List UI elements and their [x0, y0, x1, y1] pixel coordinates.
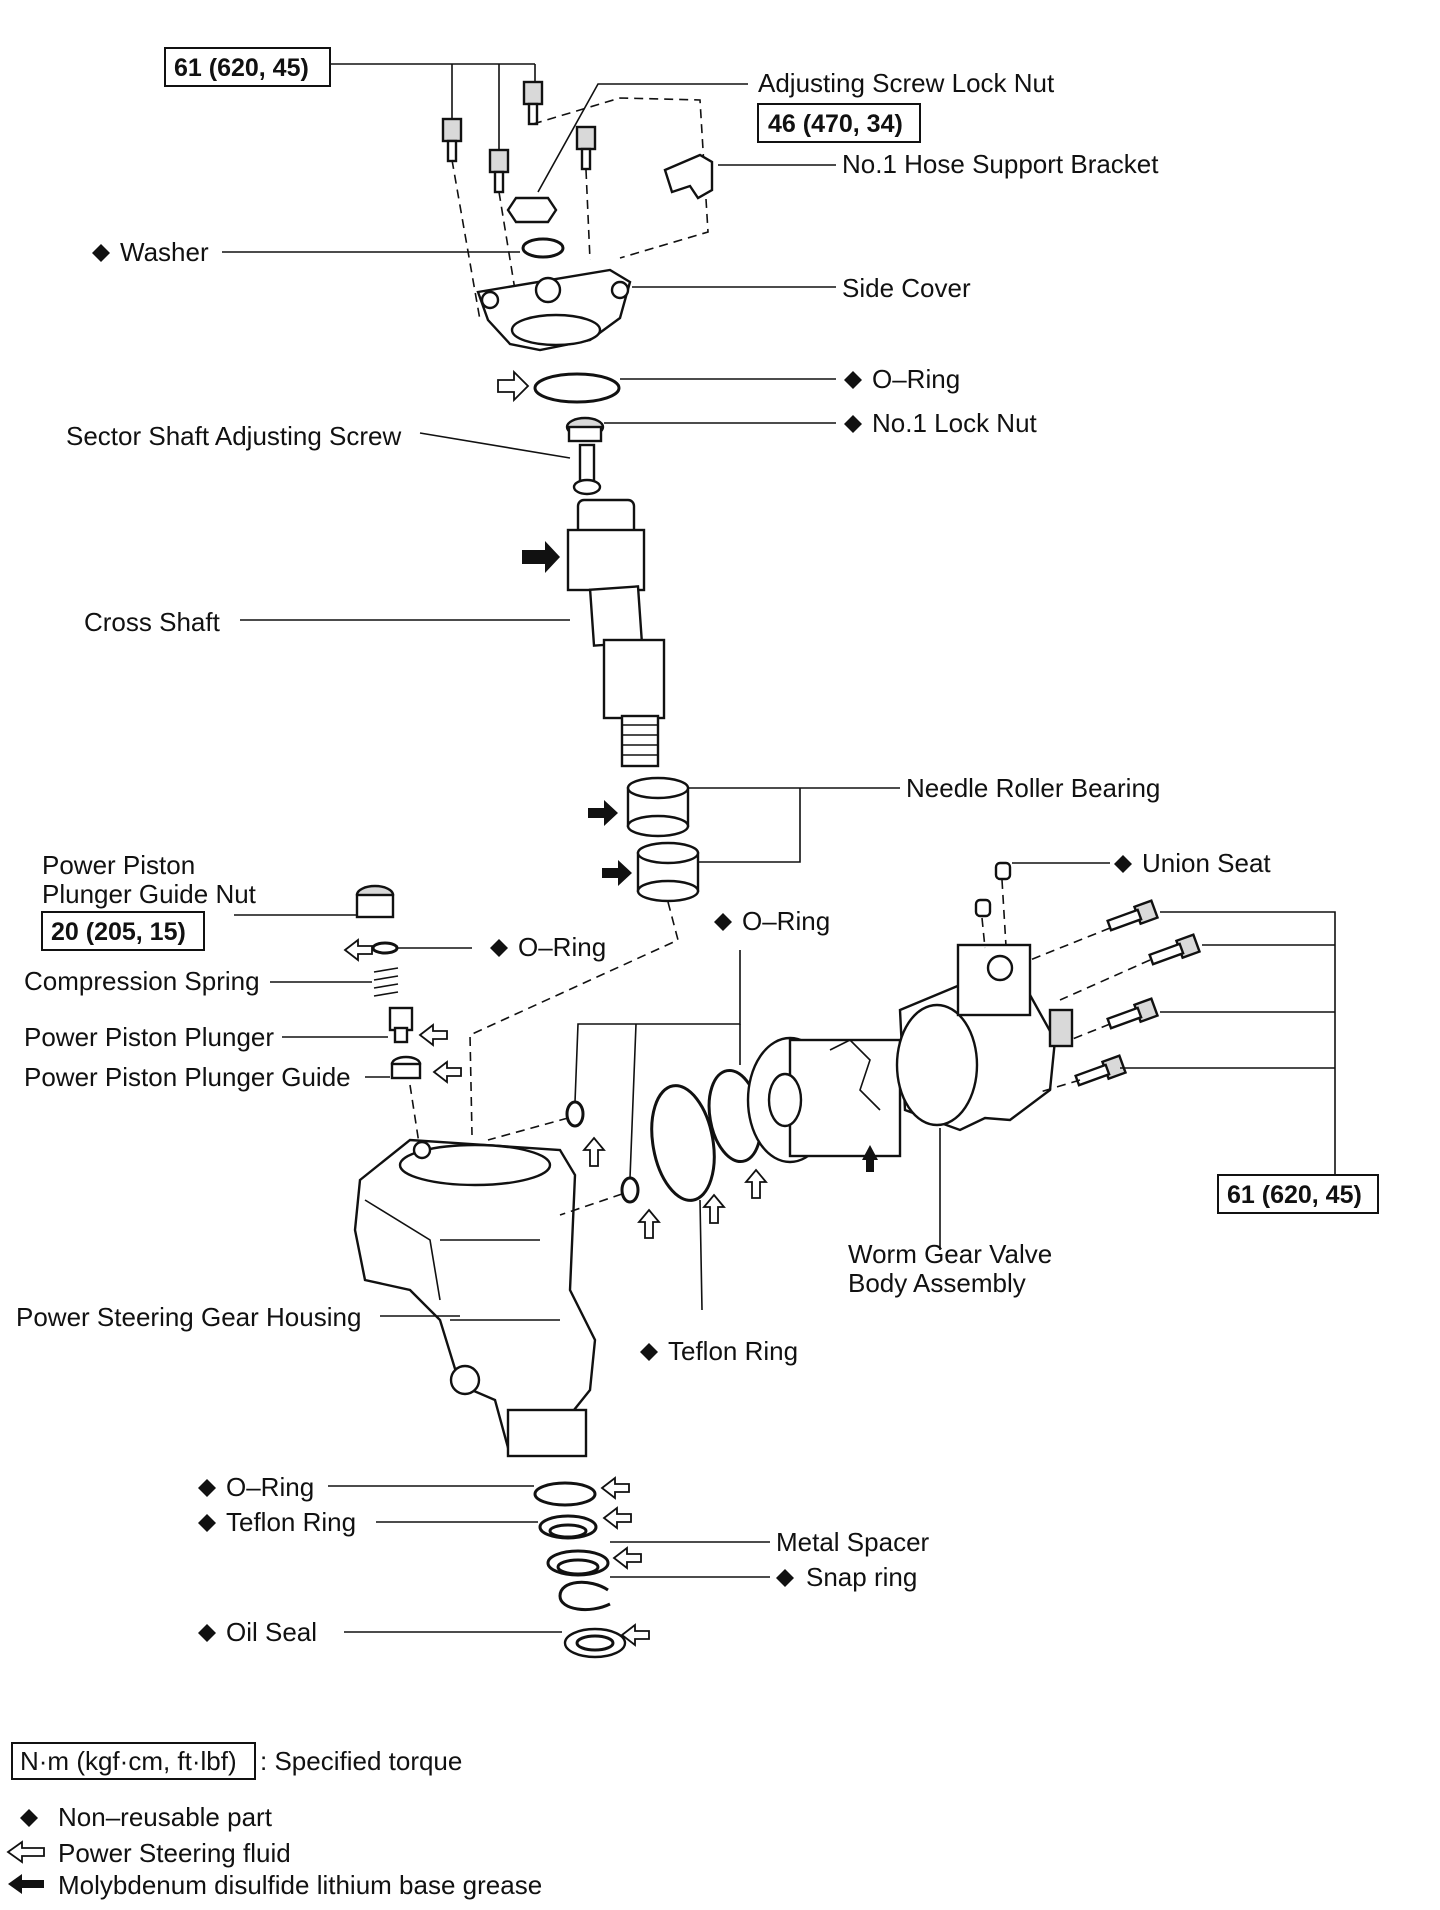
legend-non-reusable: Non–reusable part: [58, 1802, 273, 1832]
label-washer: Washer: [120, 237, 209, 267]
label-no1-hose-support-bracket: No.1 Hose Support Bracket: [842, 149, 1159, 179]
label-power-piston-plunger-guide: Power Piston Plunger Guide: [24, 1062, 351, 1092]
label-snap-ring: Snap ring: [806, 1562, 917, 1592]
worm-gear-valve-body-assembly: [746, 943, 1074, 1164]
label-compression-spring: Compression Spring: [24, 966, 260, 996]
oil-seal: [563, 1627, 627, 1659]
legend: N·m (kgf·cm, ft·lbf) : Specified torque …: [6, 1742, 542, 1900]
legend-grease: Molybdenum disulfide lithium base grease: [58, 1870, 542, 1900]
label-side-cover: Side Cover: [842, 273, 971, 303]
snap-ring: [558, 1580, 611, 1611]
housing-o-ring-2: [620, 1176, 640, 1204]
label-needle-roller-bearing: Needle Roller Bearing: [906, 773, 1160, 803]
grease-arrow-bearing-lower: [602, 860, 632, 886]
washer: [521, 237, 565, 259]
no1-lock-nut: [565, 416, 605, 443]
torque-spec-right: 61 (620, 45): [1217, 1174, 1379, 1214]
power-piston-plunger-guide: [390, 1055, 422, 1080]
label-power-piston-plunger: Power Piston Plunger: [24, 1022, 274, 1052]
bottom-teflon-ring: [538, 1514, 598, 1540]
cross-shaft: [566, 498, 666, 768]
label-guide-nut-line2: Plunger Guide Nut: [42, 879, 257, 909]
non-reusable-diamond-icon: [198, 1479, 216, 1497]
union-seat-1: [994, 861, 1012, 881]
torque-text: 61 (620, 45): [1227, 1181, 1362, 1209]
plunger-guide-nut: [355, 884, 395, 919]
label-cross-shaft: Cross Shaft: [84, 607, 221, 637]
needle-roller-bearing-upper: [626, 776, 690, 838]
power-piston-plunger: [388, 1006, 414, 1044]
label-metal-spacer: Metal Spacer: [776, 1527, 930, 1557]
label-worm-gear-line1: Worm Gear Valve: [848, 1239, 1052, 1269]
non-reusable-diamond-icon: [844, 371, 862, 389]
torque-spec-guide-nut: 20 (205, 15): [41, 911, 205, 951]
label-adjusting-screw-lock-nut: Adjusting Screw Lock Nut: [758, 68, 1055, 98]
non-reusable-diamond-icon: [198, 1624, 216, 1642]
sector-shaft-adjusting-screw: [572, 443, 602, 496]
bottom-o-ring: [533, 1481, 597, 1507]
non-reusable-diamond-icon: [844, 415, 862, 433]
label-power-steering-gear-housing: Power Steering Gear Housing: [16, 1302, 361, 1332]
non-reusable-diamond-icon: [490, 939, 508, 957]
label-teflon-ring-bottom: Teflon Ring: [226, 1507, 356, 1537]
label-o-ring-top: O–Ring: [872, 364, 960, 394]
non-reusable-diamond-icon: [640, 1343, 658, 1361]
label-oil-seal: Oil Seal: [226, 1617, 317, 1647]
legend-solid-arrow-icon: [8, 1874, 44, 1894]
non-reusable-diamond-icon: [714, 913, 732, 931]
top-o-ring: [533, 372, 621, 404]
metal-spacer: [546, 1549, 610, 1577]
torque-text: 46 (470, 34): [768, 110, 903, 138]
label-sector-shaft-adjusting-screw: Sector Shaft Adjusting Screw: [66, 421, 402, 451]
union-seat-2: [974, 898, 992, 918]
torque-spec-top-left: 61 (620, 45): [164, 47, 331, 87]
torque-text: 61 (620, 45): [174, 54, 309, 82]
guide-nut-o-ring: [371, 941, 399, 955]
top-bolts: [441, 80, 597, 194]
non-reusable-diamond-icon: [1114, 855, 1132, 873]
teflon-ring-large: [650, 1084, 716, 1202]
adjusting-screw-lock-nut: [506, 196, 558, 224]
non-reusable-diamond-icon: [92, 244, 110, 262]
compression-spring: [373, 967, 399, 997]
housing-o-ring-1: [565, 1100, 585, 1128]
leader-lines: [222, 83, 1110, 1633]
label-o-ring-guide-nut: O–Ring: [518, 932, 606, 962]
torque-text: 20 (205, 15): [51, 918, 186, 946]
grease-arrow-cross-shaft: [522, 541, 560, 573]
legend-fluid: Power Steering fluid: [58, 1838, 291, 1868]
right-bolts: [1074, 899, 1202, 1087]
label-o-ring-housing: O–Ring: [742, 906, 830, 936]
hose-support-bracket: [663, 153, 714, 200]
torque-spec-lock-nut: 46 (470, 34): [757, 103, 921, 143]
label-worm-gear-line2: Body Assembly: [848, 1268, 1026, 1298]
label-union-seat: Union Seat: [1142, 848, 1271, 878]
grease-arrow-bearing-upper: [588, 800, 618, 826]
legend-torque-units: N·m (kgf·cm, ft·lbf): [20, 1746, 237, 1776]
needle-roller-bearing-lower: [636, 841, 700, 903]
label-guide-nut-line1: Power Piston: [42, 850, 195, 880]
legend-diamond-icon: [20, 1809, 38, 1827]
legend-open-arrow-icon: [6, 1840, 45, 1864]
label-teflon-ring-mid: Teflon Ring: [668, 1336, 798, 1366]
label-o-ring-bottom: O–Ring: [226, 1472, 314, 1502]
fluid-arrows: [343, 369, 768, 1647]
power-steering-gear-housing: [353, 1138, 597, 1458]
non-reusable-diamond-icon: [776, 1569, 794, 1587]
non-reusable-diamond-icon: [198, 1514, 216, 1532]
legend-torque-box: [11, 1742, 256, 1780]
label-no1-lock-nut: No.1 Lock Nut: [872, 408, 1038, 438]
legend-torque-desc: : Specified torque: [260, 1746, 462, 1776]
side-cover: [476, 268, 632, 352]
grease-arrow-valve-body: [862, 1145, 878, 1172]
